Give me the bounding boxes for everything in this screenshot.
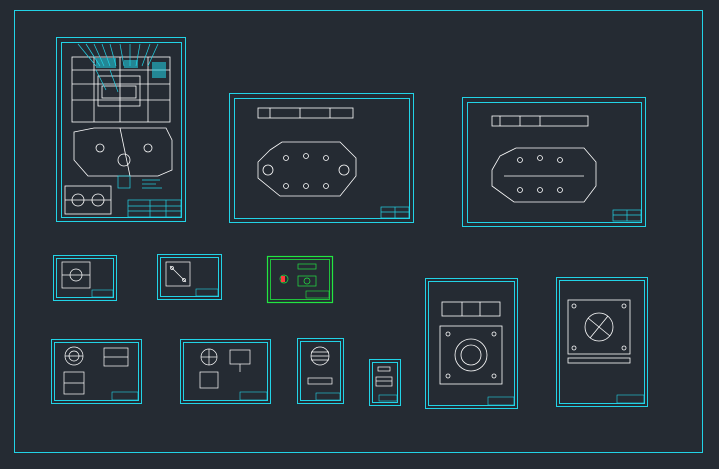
assembly-sheet[interactable] <box>56 37 186 222</box>
part-sheet-8[interactable] <box>425 278 518 409</box>
part-sheet-6[interactable] <box>297 338 344 404</box>
model-space-frame <box>14 10 703 453</box>
part-sheet-7[interactable] <box>369 359 401 406</box>
part-sheet-1[interactable] <box>53 255 117 301</box>
plate-sheet-a[interactable] <box>229 93 414 223</box>
part-sheet-9[interactable] <box>556 277 648 407</box>
part-sheet-4[interactable] <box>51 339 142 404</box>
plate-sheet-b[interactable] <box>462 97 646 227</box>
part-sheet-5[interactable] <box>180 339 271 404</box>
part-sheet-3-selected[interactable] <box>266 255 334 304</box>
part-sheet-2[interactable] <box>157 254 222 300</box>
